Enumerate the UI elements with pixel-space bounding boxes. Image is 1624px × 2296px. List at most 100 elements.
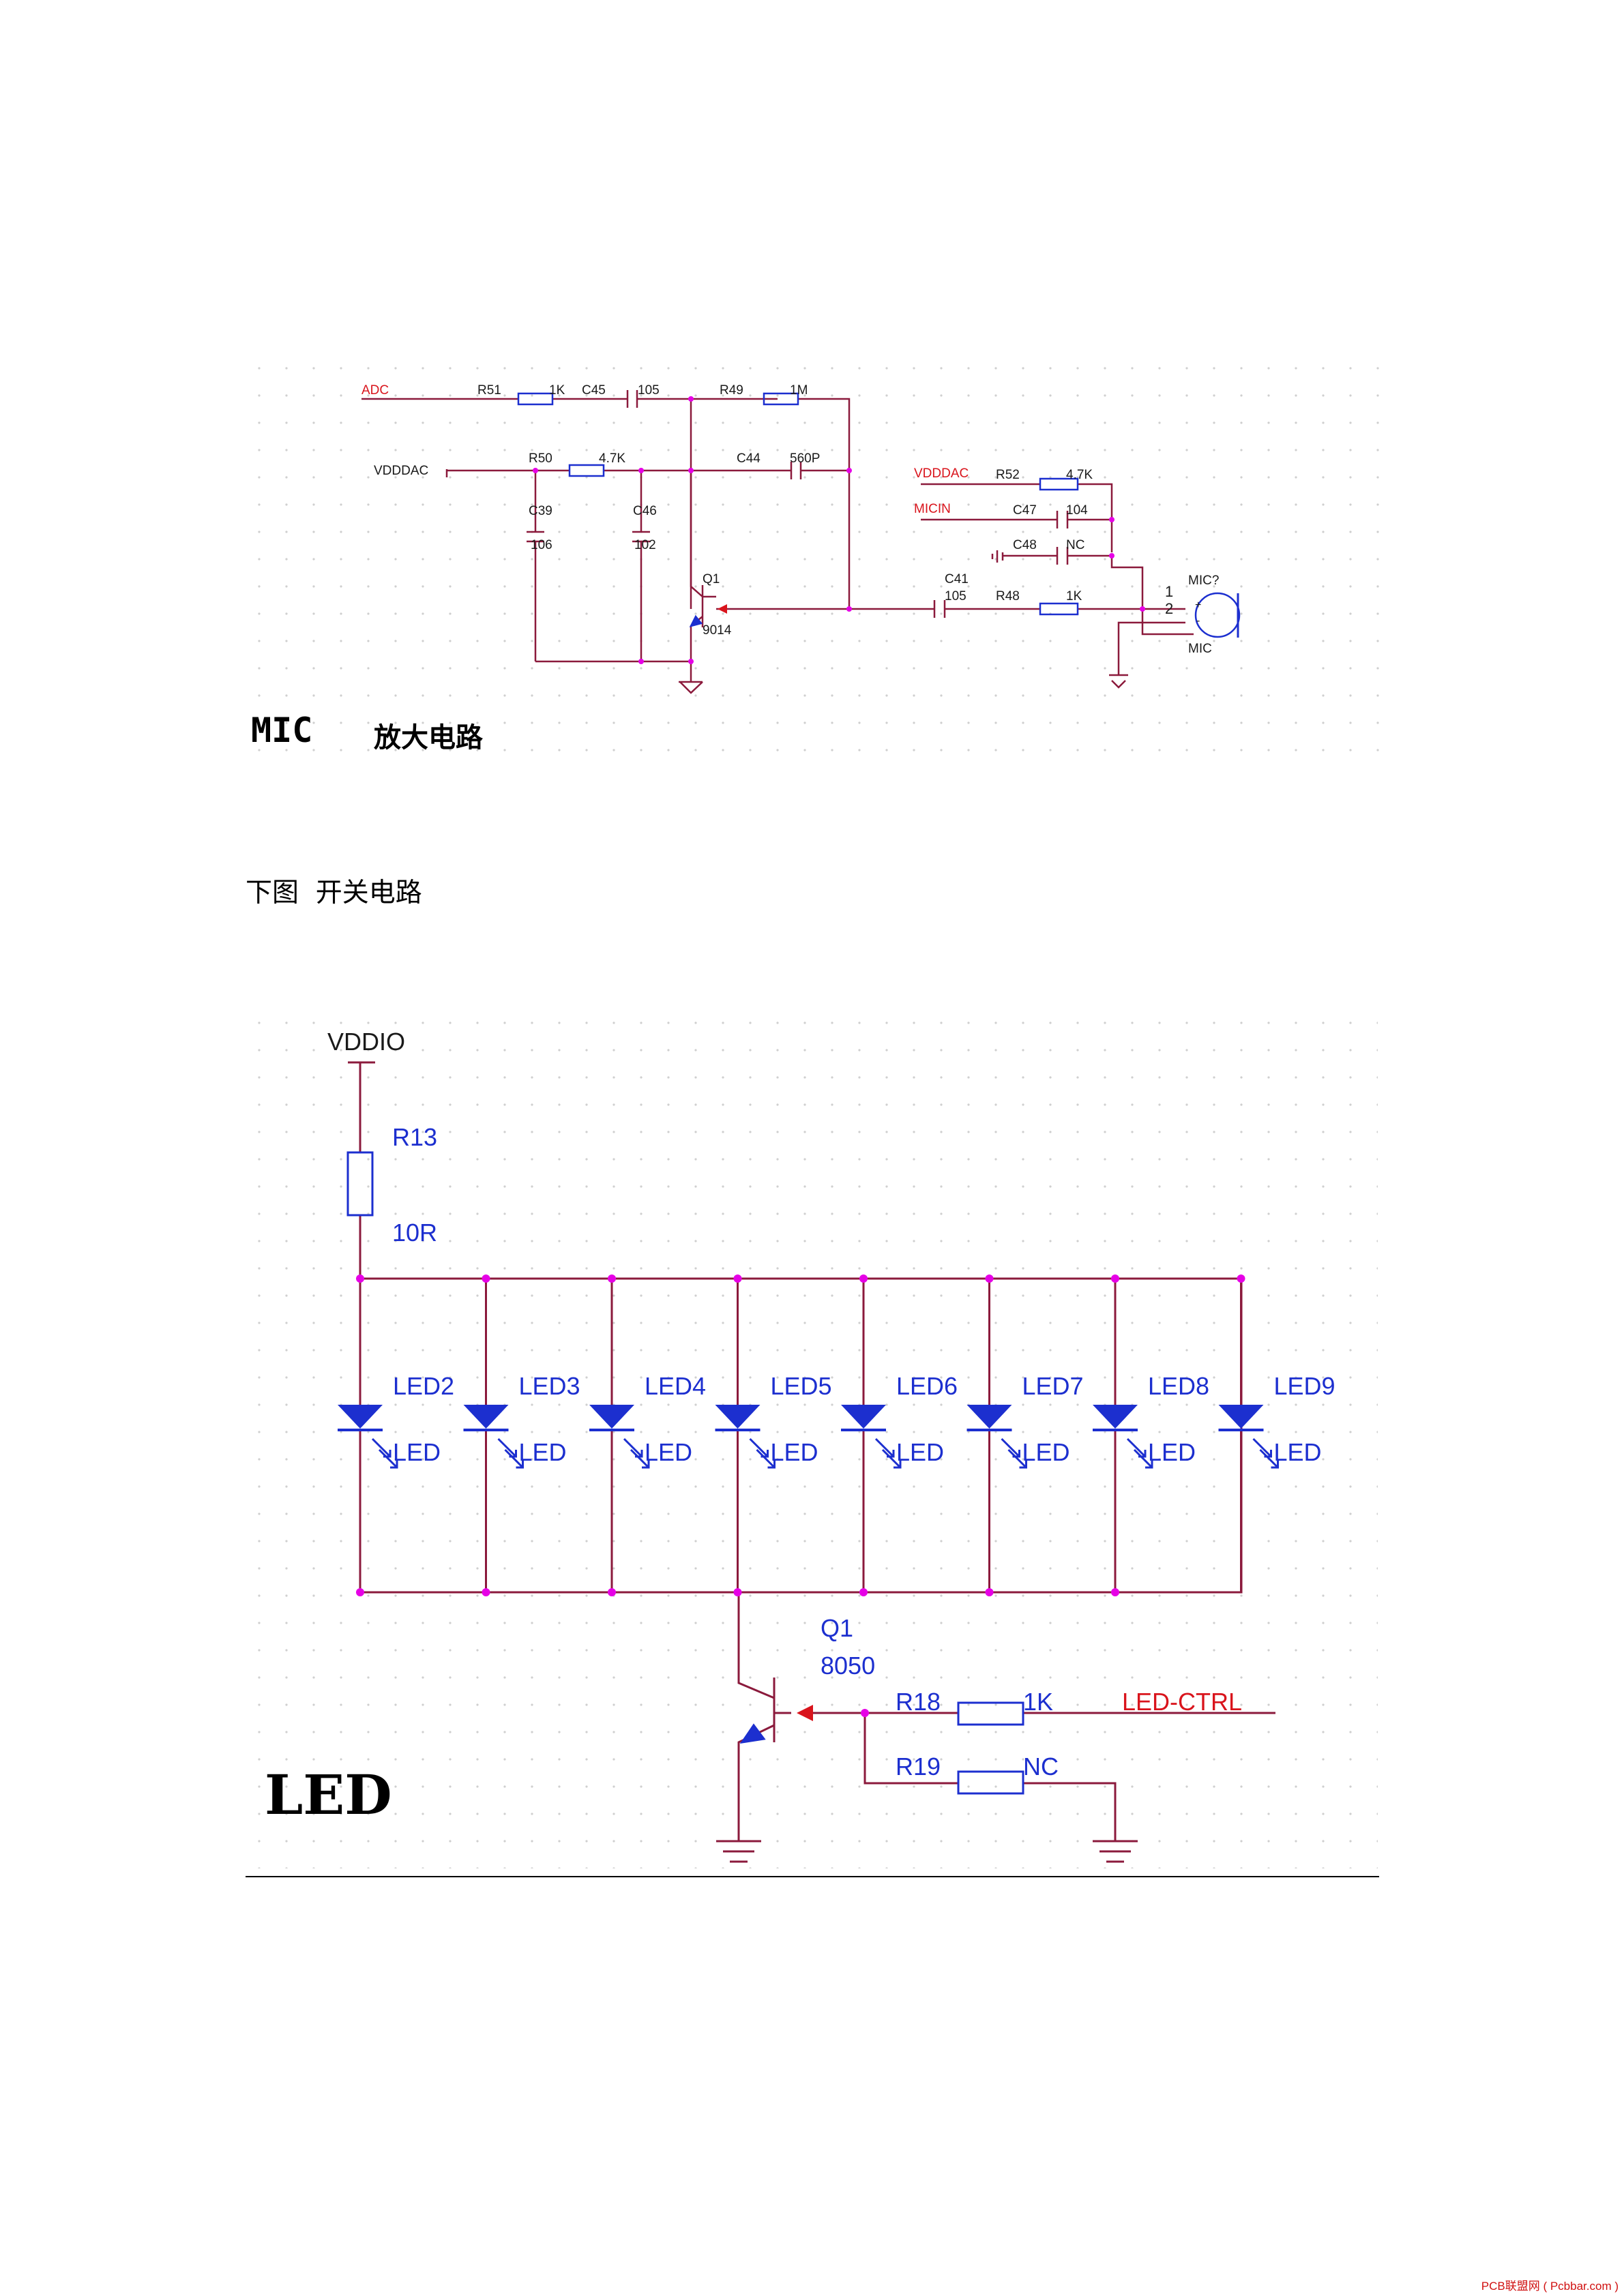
r51-value: 1K [549, 383, 565, 398]
led-array: LED2LEDLED3LEDLED4LEDLED5LEDLED6LEDLED7L… [338, 1274, 1335, 1596]
mic-labels: ADC VDDDAC R51 1K C45 105 R49 1M R50 4.7… [361, 383, 1219, 656]
led-type-label: LED [771, 1438, 818, 1466]
c48-label: C48 [1013, 538, 1037, 552]
led-labels: VDDIO R13 10R Q1 8050 R18 1K R19 NC LED-… [327, 1028, 1242, 1780]
led-top-junction [733, 1274, 742, 1283]
r13-resistor [346, 1151, 374, 1217]
section-caption: 下图 开关电路 [246, 878, 422, 908]
led-emission-arrows-icon [874, 1437, 902, 1469]
mic-grid-background [247, 343, 1379, 769]
vddio-label: VDDIO [327, 1028, 405, 1056]
r49-value: 1M [790, 383, 808, 398]
led-diode-symbol [589, 1405, 634, 1429]
led-bottom-junction [608, 1588, 616, 1596]
led-top-junction [1237, 1274, 1245, 1283]
mic-name-label: MIC [1188, 642, 1212, 656]
led-diode-symbol [966, 1405, 1012, 1429]
c45-value: 105 [638, 383, 660, 398]
led-emission-arrows-icon [371, 1437, 398, 1469]
led-top-junction [356, 1274, 364, 1283]
q1-led-value: 8050 [821, 1652, 875, 1680]
led-diode-symbol [463, 1405, 509, 1429]
r51-label: R51 [477, 383, 501, 398]
c44-label: C44 [737, 451, 761, 466]
mic-components [517, 392, 1241, 638]
mic-minus: - [1196, 615, 1200, 627]
c41-value: 105 [945, 589, 966, 603]
mic-ref-label: MIC? [1188, 573, 1219, 588]
r50-value: 4.7K [599, 451, 625, 466]
led-ref-label: LED9 [1274, 1372, 1335, 1400]
mic-amplifier-schematic: ADC VDDDAC R51 1K C45 105 R49 1M R50 4.7… [247, 343, 1379, 769]
led-ctrl-net-label: LED-CTRL [1122, 1688, 1242, 1716]
led-type-label: LED [645, 1438, 692, 1466]
led-bottom-junction [733, 1588, 742, 1596]
r18-resistor [957, 1701, 1024, 1726]
mic-plus: + [1195, 599, 1201, 611]
mic-pin-2: 2 [1165, 600, 1173, 617]
r52-resistor [1039, 477, 1079, 491]
c48-value: NC [1066, 538, 1084, 552]
q1-mic-label: Q1 [703, 572, 720, 586]
q1-led-label: Q1 [821, 1614, 853, 1642]
led-bottom-junction [356, 1588, 364, 1596]
r13-value: 10R [392, 1219, 437, 1247]
led-type-label: LED [1148, 1438, 1196, 1466]
r48-value: 1K [1066, 589, 1082, 603]
led-top-junction [1111, 1274, 1119, 1283]
led-switch-schematic: LED2LEDLED3LEDLED4LEDLED5LEDLED6LEDLED7L… [246, 1016, 1379, 1877]
r52-label: R52 [996, 468, 1020, 482]
r19-value: NC [1023, 1753, 1059, 1780]
q1-emitter-arrow [689, 614, 703, 627]
led-ref-label: LED6 [896, 1372, 958, 1400]
led-diode-symbol [841, 1405, 886, 1429]
c41-label: C41 [945, 572, 969, 586]
c47-value: 104 [1066, 503, 1088, 518]
led-junctions [861, 1709, 869, 1717]
led-ref-label: LED4 [645, 1372, 706, 1400]
led-top-junction [985, 1274, 994, 1283]
micin-net-label: MICIN [914, 502, 951, 516]
led-top-junction [608, 1274, 616, 1283]
r19-resistor [957, 1770, 1024, 1795]
r48-label: R48 [996, 589, 1020, 603]
c45-label: C45 [582, 383, 606, 398]
led-diode-symbol [1093, 1405, 1138, 1429]
r19-label: R19 [896, 1753, 941, 1780]
mic-title-cjk: 放大电路 [374, 721, 484, 754]
r49-resistor [763, 392, 799, 406]
led-bottom-junction [1111, 1588, 1119, 1596]
q1-led-base-arrow [797, 1705, 813, 1721]
led-type-label: LED [1274, 1438, 1322, 1466]
c44-value: 560P [790, 451, 820, 466]
q1-base-arrow [718, 604, 727, 614]
c46-label: C46 [633, 504, 657, 518]
led-title: LED [265, 1763, 392, 1827]
led-emission-arrows-icon [1252, 1437, 1279, 1469]
led-ref-label: LED5 [771, 1372, 832, 1400]
led-emission-arrows-icon [497, 1437, 524, 1469]
led-ref-label: LED8 [1148, 1372, 1209, 1400]
adc-net-label: ADC [361, 383, 389, 398]
led-type-label: LED [519, 1438, 567, 1466]
c46-value: 102 [634, 538, 656, 552]
c47-label: C47 [1013, 503, 1037, 518]
led-type-label: LED [393, 1438, 441, 1466]
mic-element [1194, 592, 1241, 638]
led-diode-symbol [338, 1405, 383, 1429]
r50-label: R50 [529, 451, 552, 466]
led-components [346, 1151, 1024, 1795]
r50-resistor [568, 464, 605, 477]
mic-junctions [533, 396, 1145, 664]
led-diode-symbol [715, 1405, 761, 1429]
led-top-junction [859, 1274, 868, 1283]
r48-resistor [1039, 602, 1079, 616]
r49-label: R49 [720, 383, 743, 398]
